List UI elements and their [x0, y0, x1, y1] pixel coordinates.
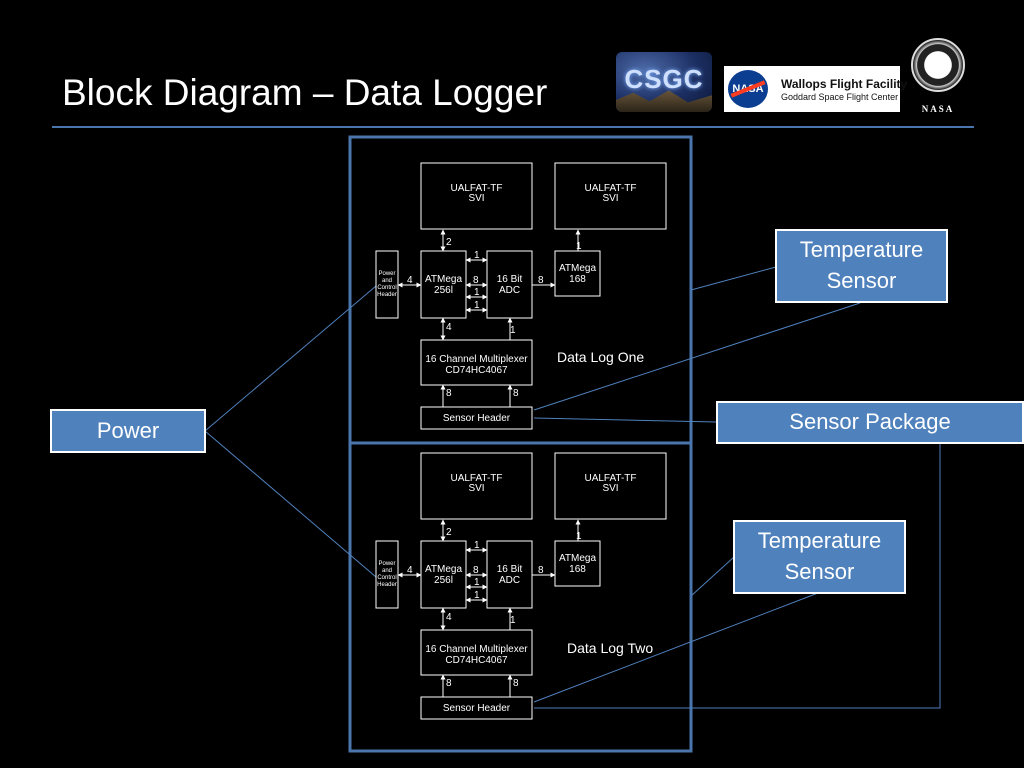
sensor-package-box: Sensor Package: [716, 401, 1024, 444]
ualfat-right-box-text: SVI: [602, 483, 618, 494]
power-to-header-one: [204, 285, 377, 432]
power-control-header-box-text: Power: [378, 271, 395, 277]
csgc-logo-text: CSGC: [624, 64, 704, 94]
title-underline: [52, 126, 974, 128]
label-4-left: 4: [407, 565, 413, 576]
label-4-down: 4: [446, 322, 452, 333]
temp-two-to-frame: [690, 556, 735, 597]
space-grant-seal: NASA: [908, 38, 968, 118]
label-1b: 1: [474, 577, 480, 588]
ualfat-left-box-text: SVI: [468, 483, 484, 494]
ualfat-left-box-text: SVI: [468, 193, 484, 204]
label-1c: 1: [474, 300, 480, 311]
power-control-header-box-text: Control: [377, 575, 396, 581]
power-control-header-box-text: Header: [377, 292, 397, 298]
adc-box-text: ADC: [499, 575, 520, 586]
label-8-sensor-right: 8: [513, 678, 519, 689]
ualfat-left-box-text: UALFAT-TF: [450, 473, 502, 484]
label-8-sensor-left: 8: [446, 388, 452, 399]
seal-icon: [911, 38, 965, 92]
adc-box-text: ADC: [499, 285, 520, 296]
ualfat-right-box: [554, 452, 667, 520]
multiplexer-box: [420, 629, 533, 676]
sensor-header-box: [420, 406, 533, 430]
adc-box: [486, 250, 533, 319]
power-control-header-box-text: Power: [378, 561, 395, 567]
data-logger-two: UALFAT-TFSVIUALFAT-TFSVIPowerandControlH…: [375, 452, 667, 720]
wallops-logo: NASA Wallops Flight Facility Goddard Spa…: [724, 66, 907, 112]
atmega168-box: [554, 250, 601, 297]
multiplexer-box-text: 16 Channel Multiplexer: [425, 354, 528, 365]
adc-box-text: 16 Bit: [497, 274, 523, 285]
page-title: Block Diagram – Data Logger: [62, 72, 548, 113]
adc-box-text: 16 Bit: [497, 564, 523, 575]
temp-one-to-frame: [690, 266, 777, 291]
ualfat-right-box: [554, 162, 667, 230]
data-log-one-label: Data Log One: [557, 349, 645, 365]
label-1-top-right: 1: [576, 531, 582, 542]
temperature-sensor-one-box: Temperature Sensor: [775, 229, 948, 303]
label-8-sensor-left: 8: [446, 678, 452, 689]
label-8-right: 8: [538, 275, 544, 286]
label-8-right: 8: [538, 565, 544, 576]
ualfat-right-box-text: SVI: [602, 193, 618, 204]
label-4-left: 4: [407, 275, 413, 286]
atmega168-box: [554, 540, 601, 587]
power-to-header-two: [204, 430, 377, 578]
csgc-logo: CSGC: [616, 52, 712, 112]
package-to-sensor-header-one: [533, 417, 717, 423]
atmega256-box-text: 256l: [434, 285, 453, 296]
data-logger-one: UALFAT-TFSVIUALFAT-TFSVIPowerandControlH…: [375, 162, 667, 430]
label-1-mux: 1: [510, 615, 516, 626]
label-8-mid: 8: [473, 275, 479, 286]
atmega168-box-text: ATMega: [559, 553, 596, 564]
multiplexer-box-text: CD74HC4067: [445, 365, 508, 376]
temp-two-to-sensor-header: [533, 592, 819, 703]
label-2: 2: [446, 237, 452, 248]
power-control-header-box-text: Control: [377, 285, 396, 291]
ualfat-left-box: [420, 162, 533, 230]
ualfat-right-box-text: UALFAT-TF: [584, 473, 636, 484]
wallops-line-2: Goddard Space Flight Center: [781, 92, 899, 102]
multiplexer-box: [420, 339, 533, 386]
label-8-mid: 8: [473, 565, 479, 576]
ualfat-left-box: [420, 452, 533, 520]
atmega168-box-text: 168: [569, 274, 586, 285]
label-1a: 1: [474, 540, 480, 551]
ualfat-right-box-text: UALFAT-TF: [584, 183, 636, 194]
label-2: 2: [446, 527, 452, 538]
power-box: Power: [50, 409, 206, 453]
ualfat-left-box-text: UALFAT-TF: [450, 183, 502, 194]
label-1b: 1: [474, 287, 480, 298]
atmega256-box-text: 256l: [434, 575, 453, 586]
power-control-header-box-text: and: [382, 278, 392, 284]
multiplexer-box-text: 16 Channel Multiplexer: [425, 644, 528, 655]
label-1a: 1: [474, 250, 480, 261]
label-1-mux: 1: [510, 325, 516, 336]
sensor-header-box: [420, 696, 533, 720]
multiplexer-box-text: CD74HC4067: [445, 655, 508, 666]
sensor-header-box-text: Sensor Header: [443, 703, 511, 714]
atmega256-box-text: ATMega: [425, 274, 462, 285]
label-1-top-right: 1: [576, 241, 582, 252]
connector-lines: [204, 266, 941, 709]
wallops-line-1: Wallops Flight Facility: [781, 77, 908, 91]
label-8-sensor-right: 8: [513, 388, 519, 399]
atmega256-box-text: ATMega: [425, 564, 462, 575]
label-4-down: 4: [446, 612, 452, 623]
data-log-two-label: Data Log Two: [567, 640, 654, 656]
atmega168-box-text: 168: [569, 564, 586, 575]
nasa-meatball-icon: NASA: [728, 70, 768, 108]
package-to-sensor-header-two: [534, 442, 941, 709]
label-1c: 1: [474, 590, 480, 601]
atmega256-box: [420, 540, 467, 609]
atmega168-box-text: ATMega: [559, 263, 596, 274]
temperature-sensor-two-box: Temperature Sensor: [733, 520, 906, 594]
power-control-header-box-text: and: [382, 568, 392, 574]
power-control-header-box-text: Header: [377, 582, 397, 588]
sensor-header-box-text: Sensor Header: [443, 413, 511, 424]
temp-one-to-sensor-header: [533, 302, 861, 411]
seal-label: NASA: [921, 104, 955, 114]
